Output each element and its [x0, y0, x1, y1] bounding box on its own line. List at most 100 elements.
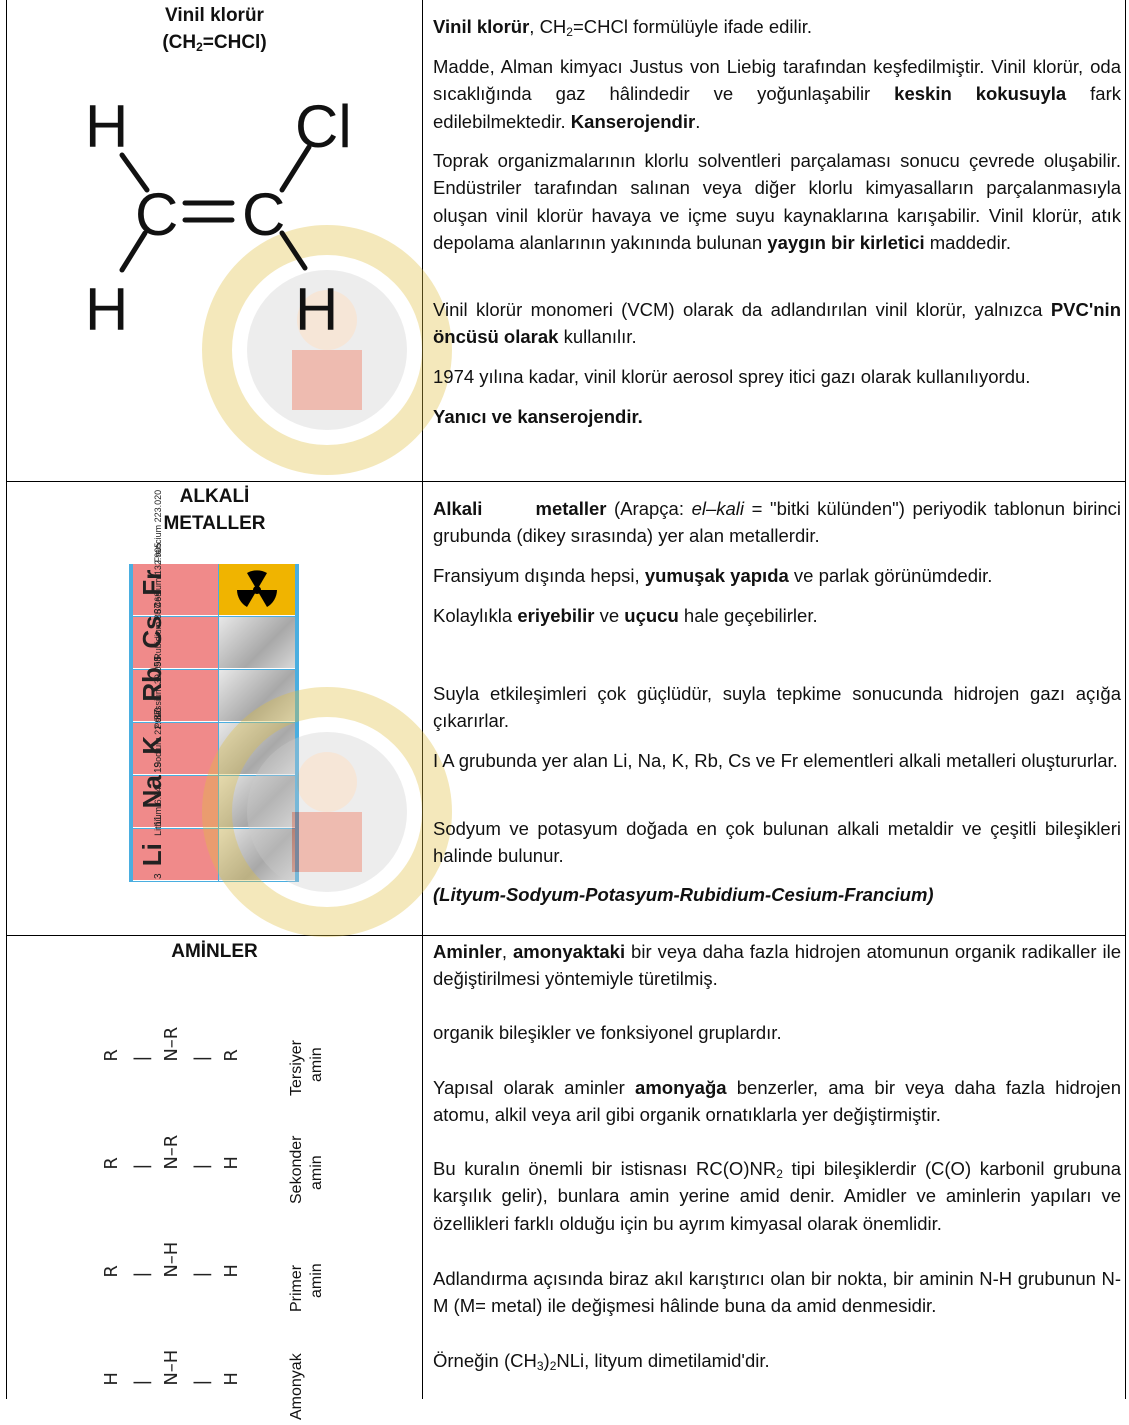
paragraph-1: Alkali metaller (Arapça: el–kali = "bitk…	[433, 498, 1121, 547]
amine-formula: R | N–H | H	[97, 1242, 247, 1312]
formula-line: N–H	[161, 1241, 182, 1312]
h-atom-bottom-left: H	[85, 276, 128, 343]
h-atom-top-left: H	[85, 93, 128, 160]
formula-line: R	[101, 1265, 122, 1312]
paragraph-6: Yanıcı ve kanserojendir.	[433, 406, 643, 427]
element-cell-rb: 37 Rb Rubidium 85.468	[133, 592, 218, 722]
element-symbol: Li	[137, 835, 167, 874]
paragraph-5: I A grubunda yer alan Li, Na, K, Rb, Cs …	[433, 750, 1118, 771]
amine-label-line-1: Tersiyer	[288, 1039, 305, 1096]
element-photo	[219, 670, 295, 722]
formula-line: |	[191, 1055, 212, 1096]
amine-formula: R | N–R | R	[97, 1027, 247, 1096]
formula-line: |	[131, 1271, 152, 1312]
vinyl-chloride-structure: H Cl C C H H	[85, 93, 352, 343]
amine-formula: R | N–R | H	[97, 1135, 247, 1204]
paragraph-2: Madde, Alman kimyacı Justus von Liebig t…	[433, 56, 1121, 132]
amine-label-line-2: amin	[308, 1047, 325, 1082]
h-atom-bottom-right: H	[295, 276, 338, 343]
paragraph-2: organik bileşikler ve fonksiyonel grupla…	[433, 1022, 782, 1043]
formula-line: |	[191, 1163, 212, 1204]
amine-formula: H | N–H | H	[97, 1350, 247, 1420]
title-line-1: ALKALİ	[179, 486, 250, 507]
paragraph-4: Vinil klorür monomeri (VCM) olarak da ad…	[433, 299, 1121, 348]
title-line-1: Vinil klorür	[165, 5, 264, 26]
element-photo	[219, 723, 295, 775]
formula-line: H	[221, 1264, 242, 1312]
element-cell-k: 19 K Potassium 39.098	[133, 657, 218, 775]
column-divider	[422, 0, 423, 1399]
formula-line: H	[221, 1156, 242, 1204]
element-cell-fr: 87 Fr Francium 223.020	[133, 490, 218, 616]
c-atom-right: C	[242, 181, 285, 248]
amine-structure: H | N–H | H Amonyak	[97, 1320, 357, 1425]
right-cell: Vinil klorür, CH2=CHCl formülüyle ifade …	[433, 0, 1121, 481]
formula-line: R	[101, 1157, 122, 1204]
paragraph-7: (Lityum-Sodyum-Potasyum-Rubidium-Cesium-…	[433, 884, 934, 905]
amine-label: Amonyak	[287, 1353, 307, 1420]
paragraph-4: Suyla etkileşimleri çok güçlüdür, suyla …	[433, 683, 1121, 732]
formula-line: N–R	[161, 1026, 182, 1096]
formula-line: R	[221, 1049, 242, 1096]
element-label: 3 Li Lithium 6.94	[137, 787, 168, 879]
row-title: AMİNLER	[171, 941, 258, 962]
c-atom-left: C	[135, 181, 178, 248]
element-cell-na: 11 Na Sodium 22.990	[133, 707, 218, 828]
paragraph-5: 1974 yılına kadar, vinil klorür aerosol …	[433, 366, 1031, 387]
formula-line: H	[101, 1372, 122, 1420]
element-cell-li: 3 Li Lithium 6.94	[133, 787, 218, 881]
paragraph-2: Fransiyum dışında hepsi, yumuşak yapıda …	[433, 565, 993, 586]
element-photo	[219, 776, 295, 828]
atomic-number: 3	[153, 873, 164, 879]
title-line-2: (CH2=CHCl)	[162, 32, 267, 54]
formula-line: N–R	[161, 1134, 182, 1204]
element-photo	[219, 829, 295, 881]
paragraph-3: Yapısal olarak aminler amonyağa benzerle…	[433, 1077, 1121, 1126]
element-name-mass: Lithium 6.94	[153, 786, 163, 836]
paragraph-3: Kolaylıkla eriyebilir ve uçucu hale geçe…	[433, 605, 818, 626]
formula-line: |	[131, 1163, 152, 1204]
paragraph-3: Toprak organizmalarının klorlu solventle…	[433, 150, 1121, 253]
title-line-2: METALLER	[163, 513, 266, 534]
paragraph-1: Aminler, amonyaktaki bir veya daha fazla…	[433, 941, 1121, 990]
amine-label-line-2: amin	[308, 1155, 325, 1190]
right-cell: Alkali metaller (Arapça: el–kali = "bitk…	[433, 482, 1121, 935]
left-cell: Vinil klorür (CH2=CHCl) H	[7, 0, 452, 481]
row-vinyl-chloride: Vinil klorür (CH2=CHCl) H	[7, 0, 1125, 482]
amine-label-line-2: amin	[308, 1263, 325, 1298]
element-photo	[219, 564, 295, 616]
element-name-mass: Sodium 22.990	[153, 707, 163, 768]
amine-label-line-1: Sekonder	[288, 1135, 305, 1205]
amine-label-line-1: Amonyak	[288, 1353, 305, 1420]
paragraph-1: Vinil klorür, CH2=CHCl formülüyle ifade …	[433, 16, 813, 39]
formula-line: |	[191, 1379, 212, 1420]
amine-label-line-1: Primer	[288, 1264, 305, 1312]
formula-line: N–H	[161, 1349, 182, 1420]
right-cell: Aminler, amonyaktaki bir veya daha fazla…	[433, 936, 1121, 1399]
formula-line: |	[131, 1055, 152, 1096]
paragraph-5: Adlandırma açısında biraz akıl karıştırı…	[433, 1268, 1121, 1317]
content-table: Vinil klorür (CH2=CHCl) H	[6, 0, 1126, 1420]
formula-line: R	[101, 1049, 122, 1096]
paragraph-6: Örneğin (CH3)2NLi, lityum dimetilamid'di…	[433, 1350, 770, 1373]
cl-atom: Cl	[295, 93, 352, 160]
row-title: ALKALİ METALLER	[7, 483, 422, 537]
element-name-mass: Rubidium 85.468	[153, 591, 163, 660]
formula-line: |	[131, 1379, 152, 1420]
paragraph-6: Sodyum ve potasyum doğada en çok bulunan…	[433, 818, 1121, 867]
paragraph-4: Bu kuralın önemli bir istisnası RC(O)NR2…	[433, 1158, 1121, 1234]
element-photo	[219, 617, 295, 669]
formula-line: |	[191, 1271, 212, 1312]
element-cell-cs: 55 Cs Cesium 132.905	[133, 543, 218, 669]
